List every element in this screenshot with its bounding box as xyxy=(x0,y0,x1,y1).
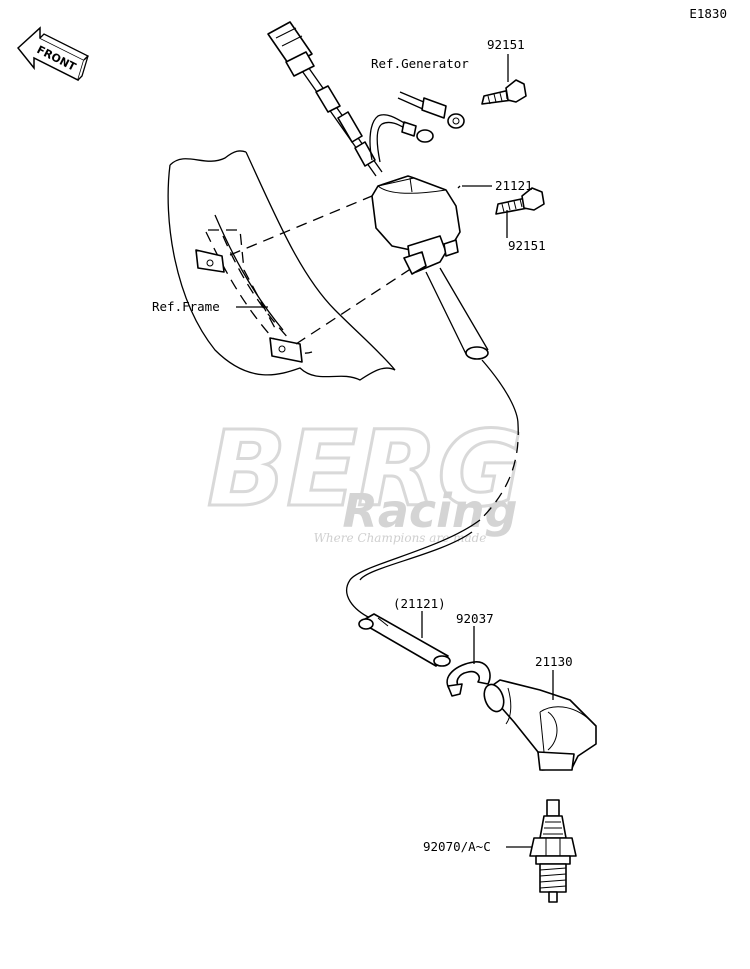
bolt-upper xyxy=(481,79,527,105)
label-bolt-92151-top: 92151 xyxy=(487,37,525,52)
diagram-code: E1830 xyxy=(689,6,727,21)
ignition-coil xyxy=(371,175,489,360)
watermark-racing: Racing xyxy=(342,484,517,538)
label-cap-21130: 21130 xyxy=(535,654,573,669)
watermark-tagline: Where Champions are made xyxy=(314,531,487,545)
frame-tube xyxy=(167,150,413,381)
label-ref-generator: Ref.Generator xyxy=(371,56,469,71)
label-plug-92070: 92070/A~C xyxy=(423,839,491,854)
coil-wiring xyxy=(267,21,465,177)
leader-lines xyxy=(236,54,554,848)
label-bolt-92151-mid: 92151 xyxy=(508,238,546,253)
clamp xyxy=(446,661,491,697)
ht-lead xyxy=(346,359,519,619)
berg-racing-watermark: BERG Racing Where Champions are made xyxy=(206,407,525,546)
front-arrow-icon: FRONT xyxy=(16,26,90,82)
label-lead-21121: (21121) xyxy=(393,596,446,611)
lead-end xyxy=(358,613,451,667)
spark-plug xyxy=(529,799,577,903)
label-coil-21121: 21121 xyxy=(495,178,533,193)
label-clamp-92037: 92037 xyxy=(456,611,494,626)
watermark-berg: BERG xyxy=(207,408,523,530)
bolt-lower xyxy=(495,187,545,215)
label-ref-frame: Ref.Frame xyxy=(152,299,220,314)
spark-plug-cap xyxy=(483,679,597,771)
